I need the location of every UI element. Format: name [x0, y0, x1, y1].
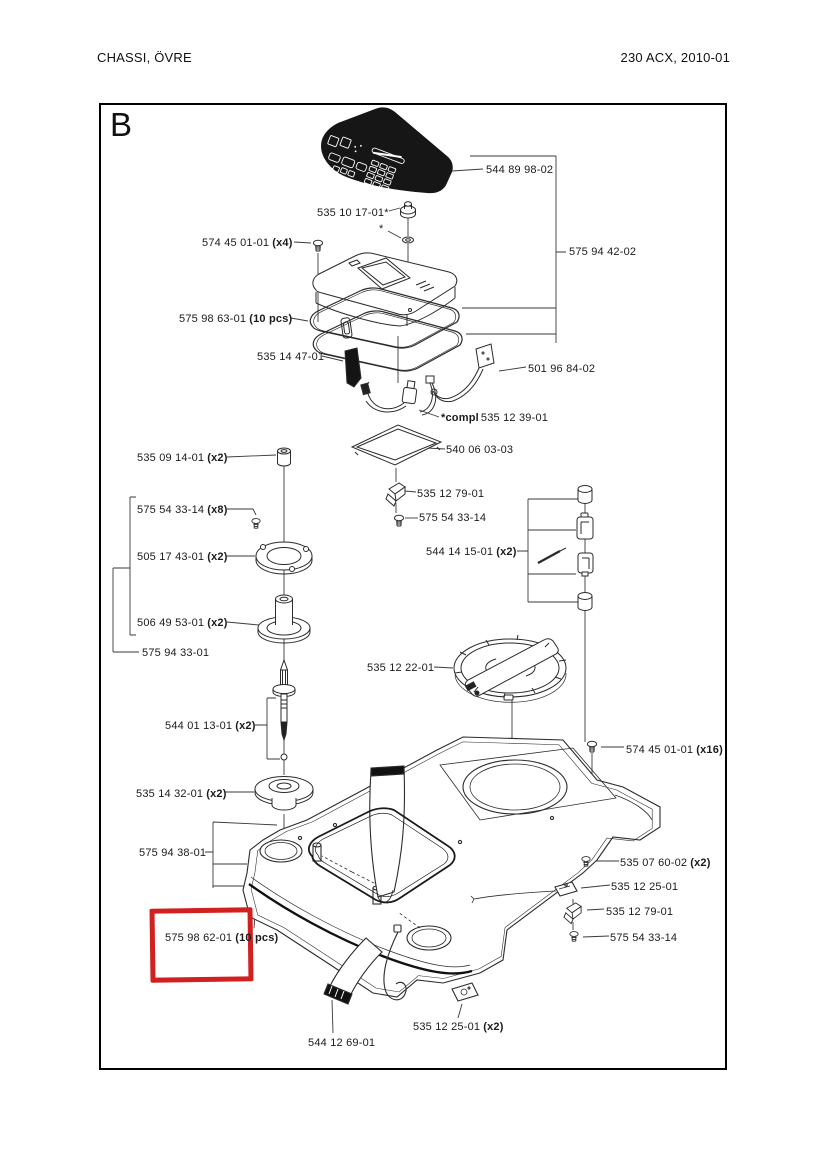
part-label: 535 14 47-01	[257, 351, 325, 363]
section-letter: B	[110, 106, 133, 143]
part-label: 544 89 98-02	[486, 164, 554, 176]
part-label: 575 54 33-14	[610, 932, 678, 944]
keypad-panel-drawing	[321, 107, 453, 204]
part-label: 535 12 22-01	[367, 662, 435, 674]
keypad-buttons	[327, 135, 405, 204]
part-label: 535 09 14-01(x2)	[137, 452, 228, 464]
part-label: 535 12 25-01(x2)	[413, 1021, 504, 1033]
part-label: 575 54 33-14(x8)	[137, 504, 228, 516]
part-label: 535 12 79-01	[417, 488, 485, 500]
clip2-drawing	[563, 902, 582, 925]
part-label: 575 98 63-01(10 pcs)	[179, 313, 293, 325]
part-label: 506 49 53-01(x2)	[137, 617, 228, 629]
part-label: 544 12 69-01	[308, 1037, 376, 1049]
part-label: 575 54 33-14	[419, 512, 487, 524]
part-label: 535 07 60-02(x2)	[620, 857, 711, 869]
clip-drawing	[385, 482, 406, 507]
part-label: 535 12 25-01	[611, 881, 679, 893]
part-label: 535 10 17-01*	[317, 207, 389, 219]
frame-plate-drawing	[350, 424, 443, 466]
part-label: 544 14 15-01(x2)	[426, 546, 517, 558]
part-label: 574 45 01-01(x16)	[626, 744, 723, 756]
part-label: 575 94 42-02	[569, 246, 637, 258]
part-label: 575 94 33-01	[142, 647, 210, 659]
part-label: 544 01 13-01(x2)	[165, 720, 256, 732]
page-title: CHASSI, ÖVRE	[97, 50, 192, 65]
display-module-drawing	[309, 252, 463, 416]
knob-and-washer-drawing	[400, 201, 416, 244]
part-label: 575 94 38-01	[139, 847, 207, 859]
part-label: 535 14 32-01(x2)	[136, 788, 227, 800]
part-label-highlighted: 575 98 62-01(10 pcs)	[165, 932, 279, 944]
leader-lines	[112, 155, 624, 1034]
chassis-drawing	[242, 736, 661, 1005]
part-label: 535 12 79-01	[606, 906, 674, 918]
screw2-drawing	[569, 931, 579, 942]
screw-x16-drawing	[586, 740, 598, 753]
part-label: 505 17 43-01(x2)	[137, 551, 228, 563]
right-column-parts	[537, 485, 594, 611]
highlight-box	[149, 907, 254, 983]
asterisk-marker: *	[379, 223, 384, 235]
bracket-wire-drawing	[430, 343, 495, 403]
left-column-parts	[251, 447, 314, 811]
part-label: 540 06 03-03	[446, 444, 514, 456]
part-label: 574 45 01-01(x4)	[202, 237, 293, 249]
screw-drawing	[393, 514, 405, 527]
cap-drawing	[453, 634, 567, 703]
screw-x4-drawing	[312, 239, 324, 252]
part-label: 501 96 84-02	[528, 363, 596, 375]
doc-reference: 230 ACX, 2010-01	[620, 50, 730, 65]
